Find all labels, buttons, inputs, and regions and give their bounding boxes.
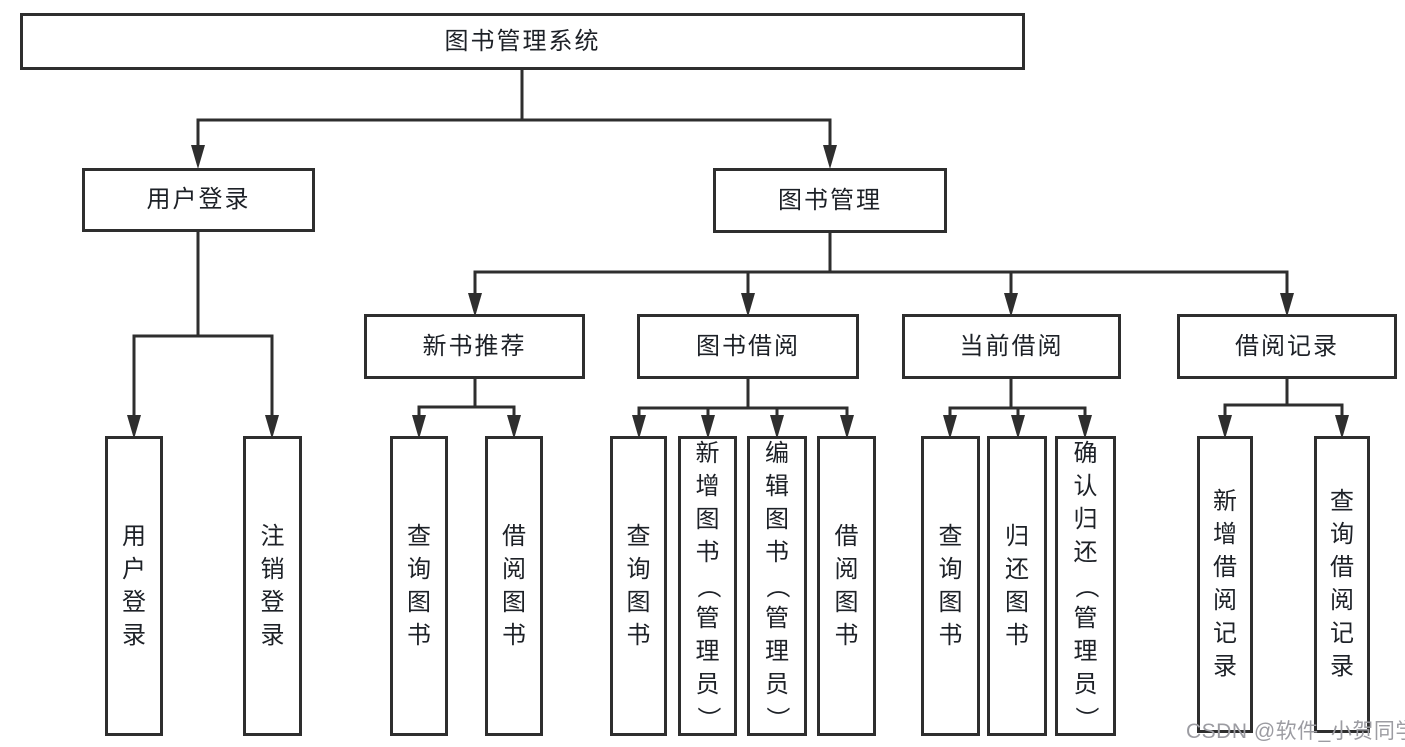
- arrow-down-icon: [943, 415, 957, 439]
- node-user-login: 用户登录: [82, 168, 315, 232]
- leaf-return-books: 归还图书: [987, 436, 1047, 736]
- arrow-down-icon: [265, 415, 279, 439]
- arrow-down-icon: [840, 415, 854, 439]
- leaf-borrow-books-label: 借阅图书: [834, 522, 859, 649]
- arrow-down-icon: [1218, 415, 1232, 439]
- leaf-edit-books-admin-label: 编辑图书（管理员）: [764, 440, 791, 731]
- leaf-add-books-admin: 新增图书（管理员）: [678, 436, 737, 736]
- connector-line-group: [132, 68, 1344, 418]
- leaf-query-books-recommend-label: 查询图书: [407, 522, 431, 649]
- arrow-down-icon: [412, 415, 426, 439]
- arrow-down-icon: [1004, 293, 1018, 317]
- leaf-logout: 注销登录: [243, 436, 302, 736]
- leaf-query-borrow-record-label: 查询借阅记录: [1330, 488, 1354, 680]
- node-root-label: 图书管理系统: [444, 27, 601, 55]
- arrow-down-icon: [632, 415, 646, 439]
- node-borrow-records: 借阅记录: [1177, 314, 1397, 379]
- leaf-confirm-return-admin: 确认归还（管理员）: [1055, 436, 1116, 736]
- node-current-borrow: 当前借阅: [902, 314, 1121, 379]
- leaf-query-books-current: 查询图书: [921, 436, 980, 736]
- leaf-query-books-borrow-label: 查询图书: [626, 522, 651, 649]
- leaf-query-borrow-record: 查询借阅记录: [1314, 436, 1370, 733]
- arrow-down-icon: [507, 415, 521, 439]
- leaf-add-borrow-record-label: 新增借阅记录: [1213, 488, 1237, 680]
- node-root: 图书管理系统: [20, 13, 1025, 70]
- leaf-query-books-recommend: 查询图书: [390, 436, 448, 736]
- node-new-book-recommend-label: 新书推荐: [422, 332, 527, 360]
- leaf-query-books-current-label: 查询图书: [938, 522, 963, 649]
- leaf-return-books-label: 归还图书: [1005, 522, 1029, 649]
- leaf-add-books-admin-label: 新增图书（管理员）: [694, 440, 722, 731]
- node-book-management: 图书管理: [713, 168, 947, 233]
- node-current-borrow-label: 当前借阅: [959, 332, 1064, 360]
- leaf-user-login: 用户登录: [105, 436, 163, 736]
- arrow-down-icon: [1078, 415, 1092, 439]
- leaf-borrow-books-recommend-label: 借阅图书: [502, 522, 526, 649]
- leaf-borrow-books: 借阅图书: [817, 436, 876, 736]
- leaf-logout-label: 注销登录: [260, 522, 285, 649]
- arrow-down-icon: [741, 293, 755, 317]
- leaf-user-login-label: 用户登录: [122, 522, 146, 649]
- leaf-edit-books-admin: 编辑图书（管理员）: [747, 436, 807, 736]
- arrow-down-icon: [1280, 293, 1294, 317]
- node-book-borrow-label: 图书借阅: [696, 332, 800, 360]
- node-borrow-records-label: 借阅记录: [1235, 332, 1339, 360]
- arrowhead-icons: [127, 145, 1349, 439]
- arrow-down-icon: [701, 415, 715, 439]
- leaf-borrow-books-recommend: 借阅图书: [485, 436, 543, 736]
- arrow-down-icon: [127, 415, 141, 439]
- leaf-confirm-return-admin-label: 确认归还（管理员）: [1072, 440, 1100, 731]
- arrow-down-icon: [770, 415, 784, 439]
- arrow-down-icon: [1011, 415, 1025, 439]
- arrow-down-icon: [1335, 415, 1349, 439]
- node-book-management-label: 图书管理: [778, 186, 882, 214]
- arrow-down-icon: [823, 145, 837, 169]
- node-book-borrow: 图书借阅: [637, 314, 859, 379]
- arrow-down-icon: [191, 145, 205, 169]
- arrow-down-icon: [468, 293, 482, 317]
- leaf-query-books-borrow: 查询图书: [610, 436, 667, 736]
- node-user-login-label: 用户登录: [146, 186, 251, 213]
- node-new-book-recommend: 新书推荐: [364, 314, 585, 379]
- leaf-add-borrow-record: 新增借阅记录: [1197, 436, 1253, 733]
- csdn-watermark: CSDN @软件_小贺同学: [1186, 720, 1405, 743]
